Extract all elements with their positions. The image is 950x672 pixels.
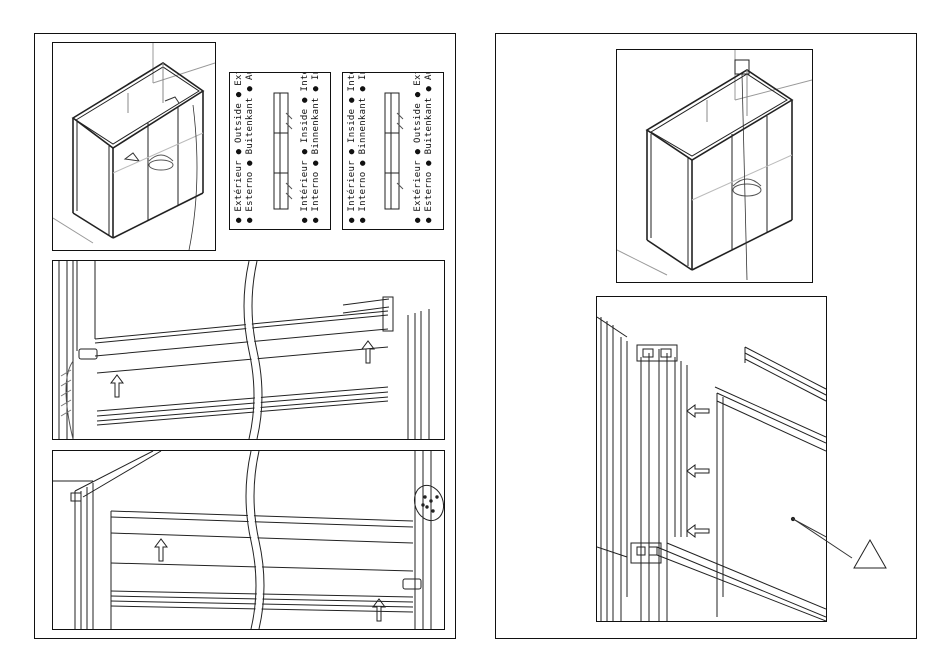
legend-outside-line-4: ● Interno ● Binnenkant ● Innen xyxy=(311,72,321,223)
callout-leader-line xyxy=(792,518,862,568)
detail-panel-corner-post xyxy=(596,296,827,622)
legend-inside-line-4: ● Esterno ● Buitenkant ● Außen xyxy=(424,72,434,223)
legend-outside-line-2: ● Esterno ● Buitenkant ● Außen xyxy=(245,72,255,223)
cabin-overview-illustration-right xyxy=(616,49,813,283)
cabin-overview-illustration xyxy=(52,42,216,251)
left-page: ● Extérieur ● Outside ● Exterior ● Ester… xyxy=(34,33,456,639)
legend-inside-line-2: ● Interno ● Binnenkant ● Innen xyxy=(358,72,368,223)
legend-outside-line-1: ● Extérieur ● Outside ● Exterior xyxy=(234,72,244,223)
orientation-legend-outside: ● Extérieur ● Outside ● Exterior ● Ester… xyxy=(229,72,331,230)
orientation-legend-inside: ● Intérieur ● Inside ● Interior ● Intern… xyxy=(342,72,444,230)
detail-panel-top-profile xyxy=(52,260,445,440)
legend-inside-line-1: ● Intérieur ● Inside ● Interior xyxy=(347,72,357,223)
legend-inside-line-3: ● Extérieur ● Outside ● Exterior xyxy=(413,72,423,223)
detail-panel-bottom-profile xyxy=(52,450,445,630)
right-page xyxy=(495,33,917,639)
legend-outside-line-3: ● Intérieur ● Inside ● Interior xyxy=(300,72,310,223)
